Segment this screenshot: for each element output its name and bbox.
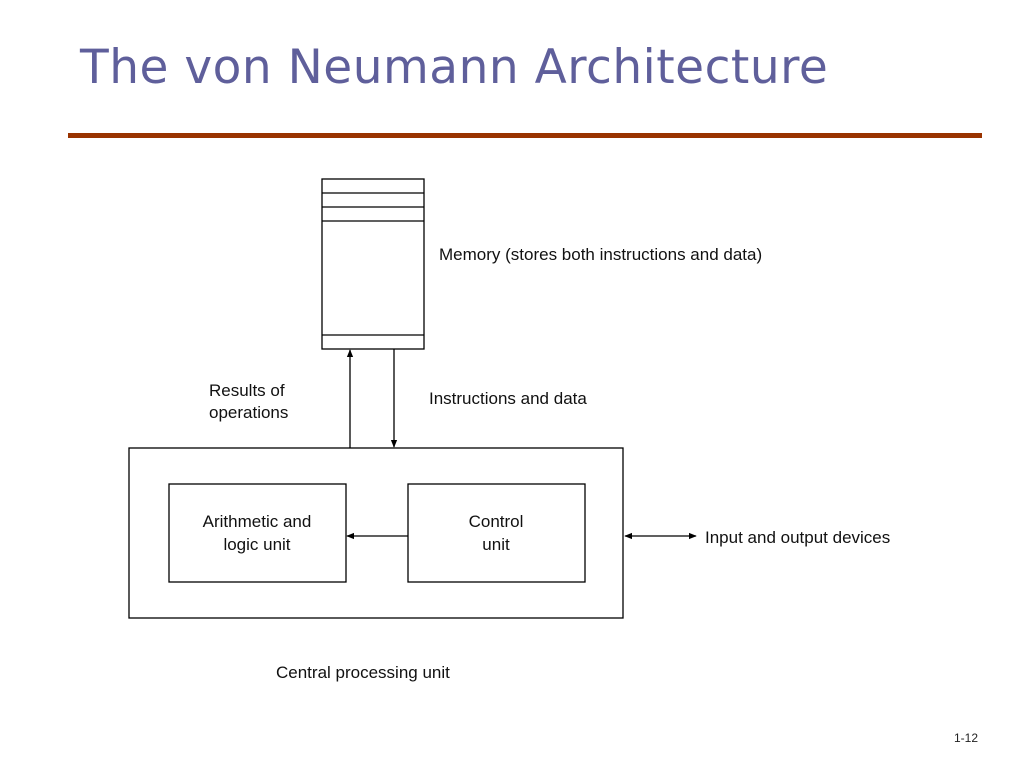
instructions-label: Instructions and data <box>429 389 587 408</box>
alu-label-line2: logic unit <box>223 535 290 554</box>
memory-block <box>321 178 425 350</box>
page-number: 1-12 <box>953 731 978 745</box>
results-label-line2: operations <box>209 403 288 422</box>
results-label-line1: Results of <box>209 381 285 400</box>
io-label: Input and output devices <box>705 528 890 547</box>
control-label-line2: unit <box>482 535 510 554</box>
control-label-line1: Control <box>469 512 524 531</box>
title-rule <box>68 133 982 138</box>
alu-box <box>168 483 347 583</box>
cpu-label: Central processing unit <box>276 663 450 682</box>
memory-label: Memory (stores both instructions and dat… <box>439 245 762 264</box>
slide-title: The von Neumann Architecture <box>80 40 829 95</box>
alu-label-line1: Arithmetic and <box>203 512 312 531</box>
control-unit-box <box>407 483 586 583</box>
